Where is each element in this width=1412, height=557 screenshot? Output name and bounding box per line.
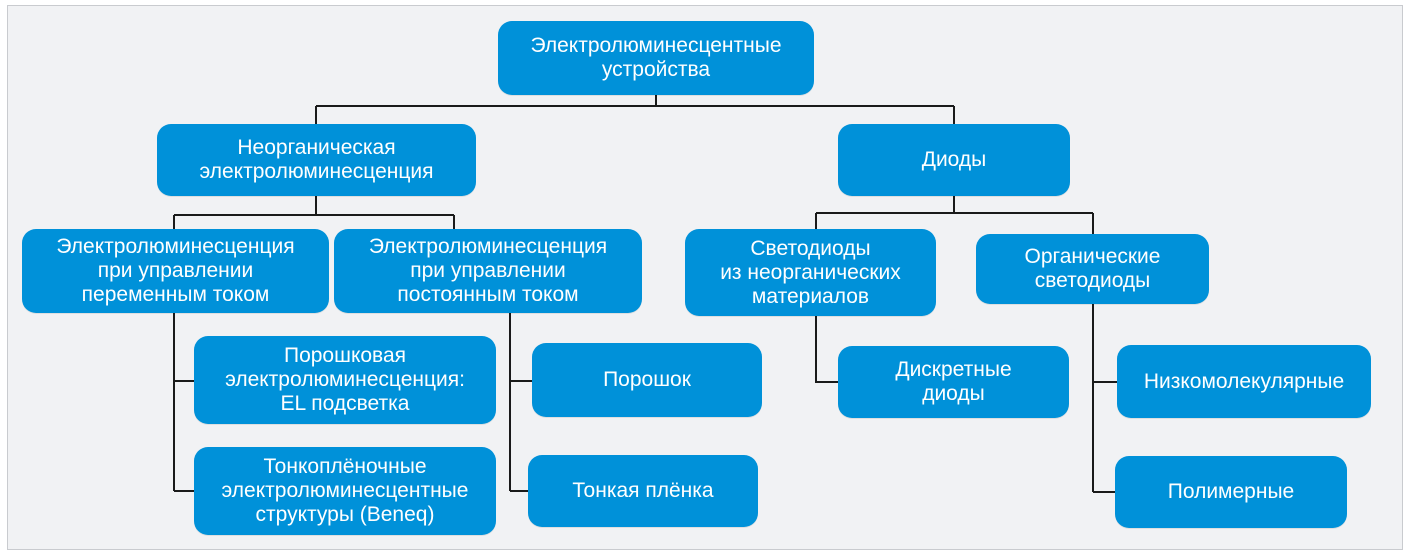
node-powder-electroluminescence: Порошковая электролюминесценция: EL подс… xyxy=(194,336,496,424)
node-dc-thin-film: Тонкая плёнка xyxy=(528,455,758,527)
connector-diodes xyxy=(815,196,1094,234)
connector-inorganic-leds xyxy=(815,316,838,383)
connector-dc xyxy=(509,313,532,492)
connector-inorganic xyxy=(173,196,455,229)
node-ac-electroluminescence: Электролюминесценция при управлении пере… xyxy=(22,229,329,313)
node-dc-electroluminescence: Электролюминесценция при управлении пост… xyxy=(334,229,642,313)
node-dc-powder: Порошок xyxy=(532,343,762,417)
node-discrete-diodes: Дискретные диоды xyxy=(838,346,1069,418)
connector-organic-leds xyxy=(1092,304,1117,493)
node-electroluminescent-devices: Электролюминесцентные устройства xyxy=(498,21,814,95)
node-diodes: Диоды xyxy=(838,124,1070,196)
node-inorganic-leds: Светодиоды из неорганических материалов xyxy=(685,229,936,316)
node-thin-film-structures: Тонкоплёночные электролюминесцентные стр… xyxy=(194,447,496,535)
connector-ac xyxy=(173,313,194,492)
node-organic-leds: Органические светодиоды xyxy=(976,234,1209,304)
node-polymer: Полимерные xyxy=(1115,456,1347,528)
node-inorganic-electroluminescence: Неорганическая электролюминесценция xyxy=(157,124,476,196)
connector-root xyxy=(315,95,955,124)
node-low-molecular: Низкомолекулярные xyxy=(1117,345,1371,418)
